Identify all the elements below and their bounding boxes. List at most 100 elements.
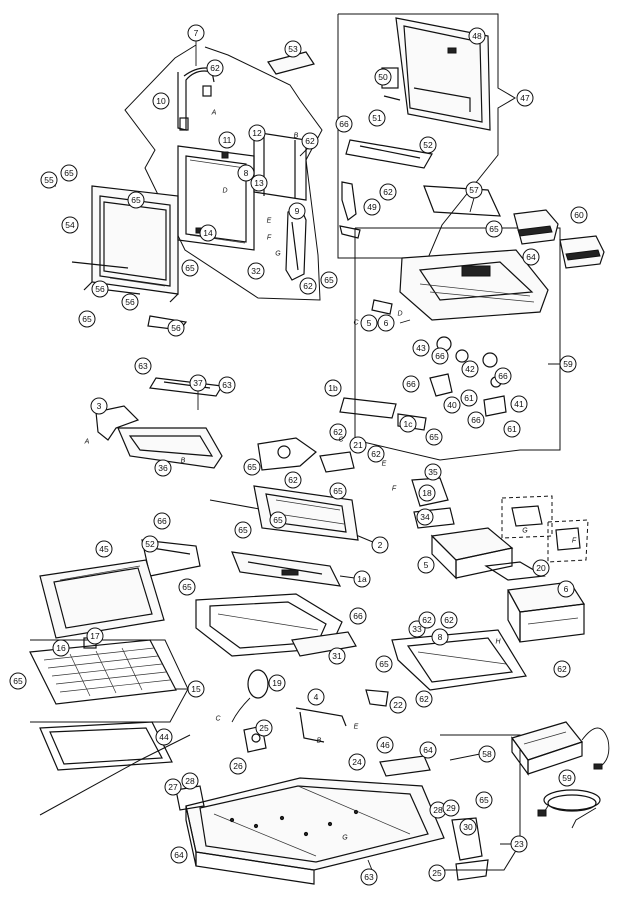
ref-letter-A: A [84,439,90,446]
callout-circle [181,259,199,277]
callout-27: 27 [164,778,182,796]
connector-46 [379,755,431,777]
callout-circle [248,124,266,142]
callout-66: 66 [402,375,420,393]
flex-cable-20 [484,561,546,581]
ref-letter-G: G [342,835,348,842]
callout-number: 5 [367,318,372,328]
callout-number: 53 [288,44,298,54]
callout-34: 34 [416,508,434,526]
connector-31 [291,631,357,657]
callout-number: 29 [446,803,456,813]
callout-circle [368,109,386,127]
callout-circle [95,540,113,558]
sub-board-1a [231,551,342,587]
callout-circle [218,376,236,394]
callout-circle [218,131,236,149]
callout-circle [349,436,367,454]
callout-circle [243,458,261,476]
callout-number: 62 [557,664,567,674]
callout-number: 56 [125,297,135,307]
callout-number: 63 [364,872,374,882]
ref-letter-F: F [392,486,397,493]
callout-circle [299,277,317,295]
flex-cable-49 [339,181,361,239]
callout-circle [389,696,407,714]
callout-circle [187,680,205,698]
ref-letter-E: E [267,218,272,225]
callout-66: 66 [153,512,171,530]
callout-number: 6 [564,584,569,594]
ref-letter-E: E [382,461,387,468]
callout-63: 63 [134,357,152,375]
callout-56: 56 [121,293,139,311]
ref-letter-F: F [267,235,272,242]
callout-61: 61 [460,389,478,407]
callout-12: 12 [248,124,266,142]
callout-circle [250,174,268,192]
callout-circle [320,271,338,289]
callout-62: 62 [329,423,347,441]
callout-number: 15 [191,684,201,694]
callout-2: 2 [371,536,389,554]
callout-number: 65 [185,263,195,273]
callout-circle [402,375,420,393]
ref-letter-D: D [222,188,227,195]
callout-62: 62 [440,611,458,629]
callout-number: 57 [469,185,479,195]
callout-circle [91,280,109,298]
callout-circle [78,310,96,328]
callout-number: 10 [156,96,166,106]
callout-64: 64 [170,846,188,864]
callout-circle [348,753,366,771]
callout-circle [522,248,540,266]
callout-circle [199,224,217,242]
ref-letter-G: G [275,251,281,258]
drive-bracket-33 [391,629,527,691]
callout-circle [367,445,385,463]
callout-63: 63 [218,376,236,394]
callout-number: 65 [64,168,74,178]
callout-59: 59 [558,769,576,787]
lcd-frame-8 [177,145,255,251]
callout-number: 62 [422,615,432,625]
callout-number: 60 [574,210,584,220]
callout-number: 63 [138,361,148,371]
callout-circle [503,420,521,438]
callout-circle [269,511,287,529]
callout-number: 28 [185,776,195,786]
callout-number: 50 [378,72,388,82]
callout-number: 33 [412,624,422,634]
callout-65: 65 [243,458,261,476]
callout-number: 62 [303,281,313,291]
callout-number: 12 [252,128,262,138]
callout-37: 37 [189,374,207,392]
cartridge-g [501,495,553,539]
callout-number: 20 [536,563,546,573]
callout-circle [153,512,171,530]
callout-6: 6 [377,314,395,332]
callout-number: 59 [562,773,572,783]
callout-56: 56 [167,319,185,337]
callout-layer: 7621053485047516652624911126281395565655… [9,24,588,886]
callout-65: 65 [485,220,503,238]
callout-4: 4 [307,688,325,706]
bracket-3 [95,405,140,441]
callout-number: 66 [353,611,363,621]
callout-64: 64 [419,741,437,759]
ac-adapter-58 [511,721,610,776]
keyboard-bezel-45 [39,559,165,639]
callout-circle [328,647,346,665]
callout-16: 16 [52,639,70,657]
callout-circle [181,772,199,790]
callout-circle [559,355,577,373]
callout-35: 35 [424,463,442,481]
callout-number: 65 [131,195,141,205]
callout-number: 64 [423,745,433,755]
callout-52: 52 [419,136,437,154]
ref-letter-B: B [317,738,322,745]
callout-9: 9 [288,202,306,220]
callout-number: 47 [520,93,530,103]
callout-number: 18 [422,488,432,498]
callout-number: 48 [472,31,482,41]
